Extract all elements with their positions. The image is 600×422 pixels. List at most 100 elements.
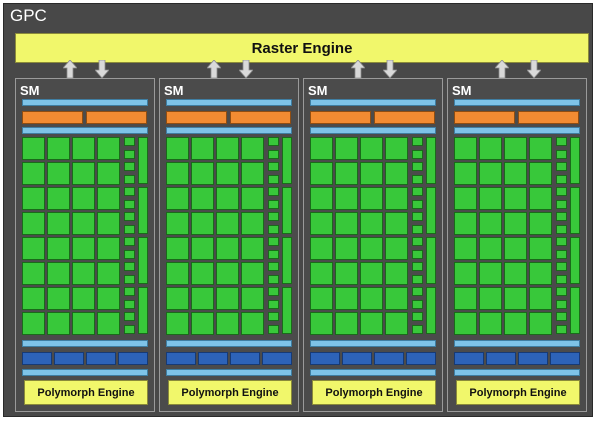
cuda-core xyxy=(241,162,264,185)
sfu-unit xyxy=(412,224,423,234)
load-store-unit xyxy=(570,237,580,284)
sfu-unit xyxy=(556,137,567,146)
cuda-core xyxy=(22,162,45,185)
cuda-core xyxy=(479,262,502,285)
down-arrow-icon xyxy=(383,60,397,78)
cuda-core xyxy=(166,162,189,185)
cuda-core xyxy=(47,287,70,310)
cuda-core xyxy=(385,137,408,160)
cuda-core xyxy=(166,312,189,335)
cuda-core xyxy=(360,237,383,260)
cache-bar xyxy=(310,369,436,376)
cuda-core xyxy=(72,287,95,310)
cuda-core xyxy=(191,287,214,310)
cuda-core xyxy=(191,162,214,185)
cuda-core xyxy=(310,137,333,160)
down-arrow-icon xyxy=(95,60,109,78)
cuda-core xyxy=(385,187,408,210)
sfu-unit xyxy=(124,324,135,334)
load-store-unit xyxy=(570,187,580,234)
cuda-core xyxy=(97,137,120,160)
cuda-core xyxy=(360,312,383,335)
cuda-core xyxy=(504,287,527,310)
sm-label: SM xyxy=(20,83,40,98)
sfu-unit xyxy=(268,262,279,271)
gpc-label: GPC xyxy=(10,6,47,25)
cuda-core xyxy=(529,162,552,185)
cuda-core xyxy=(241,237,264,260)
texture-unit xyxy=(342,352,372,365)
sfu-unit xyxy=(556,174,567,184)
sfu-unit xyxy=(556,262,567,271)
load-store-unit xyxy=(138,237,148,284)
texture-unit xyxy=(198,352,228,365)
cuda-core xyxy=(310,262,333,285)
sfu-unit xyxy=(412,287,423,296)
cache-bar xyxy=(166,127,292,134)
sfu-unit xyxy=(412,149,423,159)
cuda-core xyxy=(97,212,120,235)
cuda-core xyxy=(310,312,333,335)
texture-unit xyxy=(118,352,148,365)
sfu-unit xyxy=(412,212,423,221)
cuda-core xyxy=(241,262,264,285)
cuda-core xyxy=(479,137,502,160)
cuda-core xyxy=(479,162,502,185)
cuda-core xyxy=(454,162,477,185)
cuda-core xyxy=(504,137,527,160)
cuda-core xyxy=(97,187,120,210)
cuda-core xyxy=(504,212,527,235)
cuda-core xyxy=(72,162,95,185)
cuda-core xyxy=(385,212,408,235)
cuda-core xyxy=(529,237,552,260)
sfu-unit xyxy=(556,274,567,284)
cuda-core xyxy=(335,137,358,160)
sfu-unit xyxy=(556,324,567,334)
cuda-core xyxy=(97,162,120,185)
cuda-core xyxy=(166,237,189,260)
cuda-core xyxy=(529,287,552,310)
cache-bar xyxy=(310,127,436,134)
cuda-core xyxy=(216,187,239,210)
polymorph-engine: Polymorph Engine xyxy=(168,380,292,405)
cuda-core xyxy=(216,237,239,260)
cuda-core xyxy=(479,287,502,310)
sfu-unit xyxy=(412,262,423,271)
cuda-core xyxy=(47,237,70,260)
cuda-core xyxy=(454,137,477,160)
cuda-core xyxy=(241,312,264,335)
cache-bar xyxy=(22,369,148,376)
cache-bar xyxy=(310,99,436,106)
cuda-core xyxy=(72,312,95,335)
sfu-unit xyxy=(412,162,423,171)
sfu-unit xyxy=(268,312,279,321)
cuda-core xyxy=(479,212,502,235)
cuda-core xyxy=(504,262,527,285)
cuda-core xyxy=(454,287,477,310)
cuda-core xyxy=(335,212,358,235)
sfu-unit xyxy=(556,237,567,246)
cuda-core xyxy=(360,262,383,285)
cuda-core xyxy=(216,137,239,160)
scheduler-block xyxy=(166,111,227,124)
sfu-unit xyxy=(556,224,567,234)
down-arrow-icon xyxy=(239,60,253,78)
sfu-unit xyxy=(124,174,135,184)
cuda-core xyxy=(454,312,477,335)
cache-bar xyxy=(22,99,148,106)
cuda-core xyxy=(216,262,239,285)
cuda-core xyxy=(360,137,383,160)
up-arrow-icon xyxy=(495,60,509,78)
sfu-unit xyxy=(124,237,135,246)
cuda-core xyxy=(216,162,239,185)
sfu-unit xyxy=(556,312,567,321)
cuda-core xyxy=(216,312,239,335)
sfu-unit xyxy=(412,324,423,334)
cuda-core xyxy=(479,312,502,335)
cuda-core xyxy=(97,262,120,285)
cuda-core xyxy=(191,312,214,335)
cuda-core xyxy=(47,262,70,285)
